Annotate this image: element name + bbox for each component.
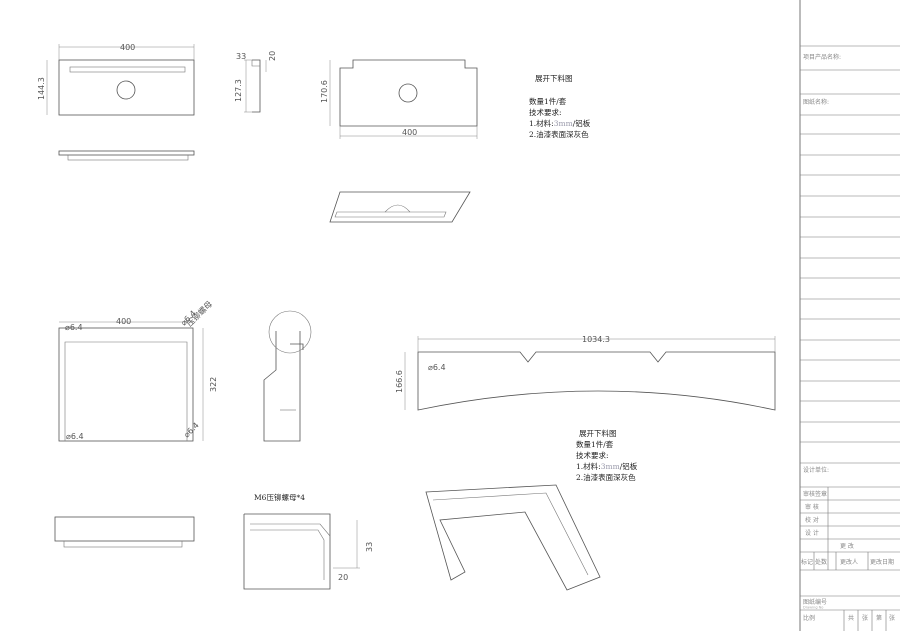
detail-dim-33: 33 <box>365 542 374 552</box>
notes-2-line1: 1.材料:3mm/铝板 <box>576 461 638 471</box>
side-dim-127: 127.3 <box>234 79 243 102</box>
tb-sheet-2: 第 <box>876 614 882 622</box>
tb-row-0: 审核签章 <box>803 490 827 498</box>
unfold-bottom-hole: ⌀6.4 <box>428 363 446 372</box>
tb-designer-unit: 设计单位: <box>803 466 829 474</box>
top-width-dim: 400 <box>120 43 135 52</box>
unfold-top-height: 170.6 <box>320 80 329 103</box>
detail-view: M6压铆螺母*4 33 20 <box>243 492 374 590</box>
tb-col-count: 处数 <box>815 558 827 566</box>
bottom-profile <box>54 516 195 548</box>
unfold-bottom-height: 166.6 <box>395 370 404 393</box>
notes-2-line2: 2.油漆表面深灰色 <box>576 472 636 482</box>
tb-col-mark: 标记 <box>801 558 813 566</box>
tb-sheet-1: 张 <box>862 614 868 622</box>
notes-1-tech: 技术要求: <box>529 107 562 117</box>
isometric-top <box>329 191 471 223</box>
unfold-top-width: 400 <box>402 128 417 137</box>
tb-col-date: 更改日期 <box>870 558 894 566</box>
unfold-bottom: 1034.3 166.6 ⌀6.4 <box>395 335 776 411</box>
tb-drawing-no-sub: Drawing No <box>803 606 823 610</box>
tb-drawing-no: 图纸编号 <box>803 598 827 606</box>
tb-col-person: 更改人 <box>840 558 858 566</box>
notes-2: 展开下料图 数量1件/套 技术要求: 1.材料:3mm/铝板 2.油漆表面深灰色 <box>576 428 638 482</box>
side-dim-20: 20 <box>268 51 277 61</box>
front-width-dim: 400 <box>116 317 131 326</box>
notes-1-qty: 数量1件/套 <box>529 96 567 106</box>
notes-1-line1: 1.材料:3mm/铝板 <box>529 118 591 128</box>
top-view-profile <box>58 150 195 161</box>
notes-1-title: 展开下料图 <box>535 73 573 83</box>
hole-tl: ⌀6.4 <box>65 323 83 332</box>
side-dim-33: 33 <box>236 52 246 61</box>
top-view: 400 144.3 <box>37 43 195 116</box>
notes-2-tech: 技术要求: <box>576 450 609 460</box>
tb-sheet-3: 张 <box>889 614 895 622</box>
tb-row-2: 校 对 <box>805 516 819 524</box>
tb-row-1: 审 核 <box>805 503 819 511</box>
notes-2-qty: 数量1件/套 <box>576 439 614 449</box>
notes-1: 展开下料图 数量1件/套 技术要求: 1.材料:3mm/铝板 2.油漆表面深灰色 <box>529 73 591 139</box>
isometric-bottom <box>425 484 601 591</box>
detail-label: M6压铆螺母*4 <box>254 492 305 502</box>
front-height-dim: 322 <box>209 377 218 392</box>
unfold-bottom-width: 1034.3 <box>582 335 610 344</box>
detail-dim-20: 20 <box>338 573 348 582</box>
tb-sheet-0: 共 <box>848 614 854 622</box>
tb-change-header: 更 改 <box>840 542 854 550</box>
side-profile <box>263 310 312 442</box>
hole-bl: ⌀6.4 <box>66 432 84 441</box>
title-block: 项目产品名称: 图纸名称: 设计单位: 审核签章 审 核 校 对 设 计 更 改… <box>800 45 900 631</box>
notes-1-line2: 2.油漆表面深灰色 <box>529 129 589 139</box>
unfold-top: 400 170.6 <box>320 59 478 139</box>
tb-drawing-name: 图纸名称: <box>803 98 829 106</box>
tb-row-3: 设 计 <box>805 529 819 537</box>
front-view: 400 322 ⌀6.4 ⌀6.4 压铆螺母 ⌀6.4 ⌀6.4 <box>58 299 218 442</box>
side-view: 33 20 127.3 <box>234 51 277 113</box>
notes-2-title: 展开下料图 <box>579 428 617 438</box>
top-height-dim: 144.3 <box>37 77 46 100</box>
hole-br: ⌀6.4 <box>182 421 201 440</box>
tb-project: 项目产品名称: <box>803 53 841 61</box>
tb-scale: 比例 <box>803 614 815 622</box>
